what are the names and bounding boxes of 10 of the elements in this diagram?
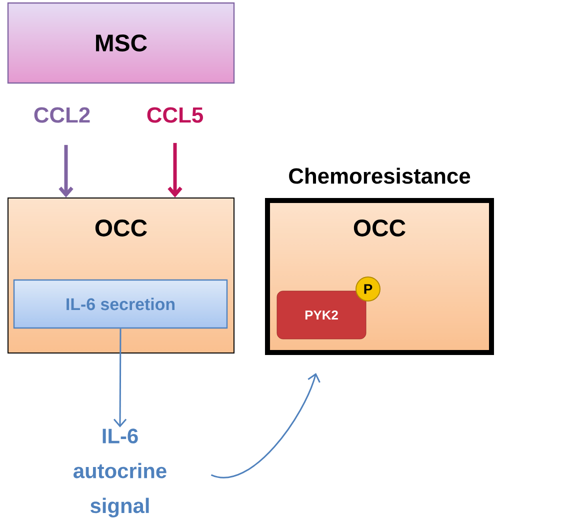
process-box: IL-6 secretion bbox=[13, 279, 228, 329]
arrow bbox=[58, 144, 74, 198]
signal-label: IL-6 autocrine signal bbox=[74, 428, 166, 518]
arrow bbox=[211, 373, 320, 478]
chemokine-label: CCL5 bbox=[147, 107, 203, 123]
chemokine-label: CCL2 bbox=[34, 107, 90, 123]
node-label: Chemoresistance bbox=[289, 168, 470, 184]
cell-box: MSC bbox=[7, 2, 235, 84]
arrow bbox=[113, 328, 127, 428]
arrow bbox=[168, 142, 182, 198]
